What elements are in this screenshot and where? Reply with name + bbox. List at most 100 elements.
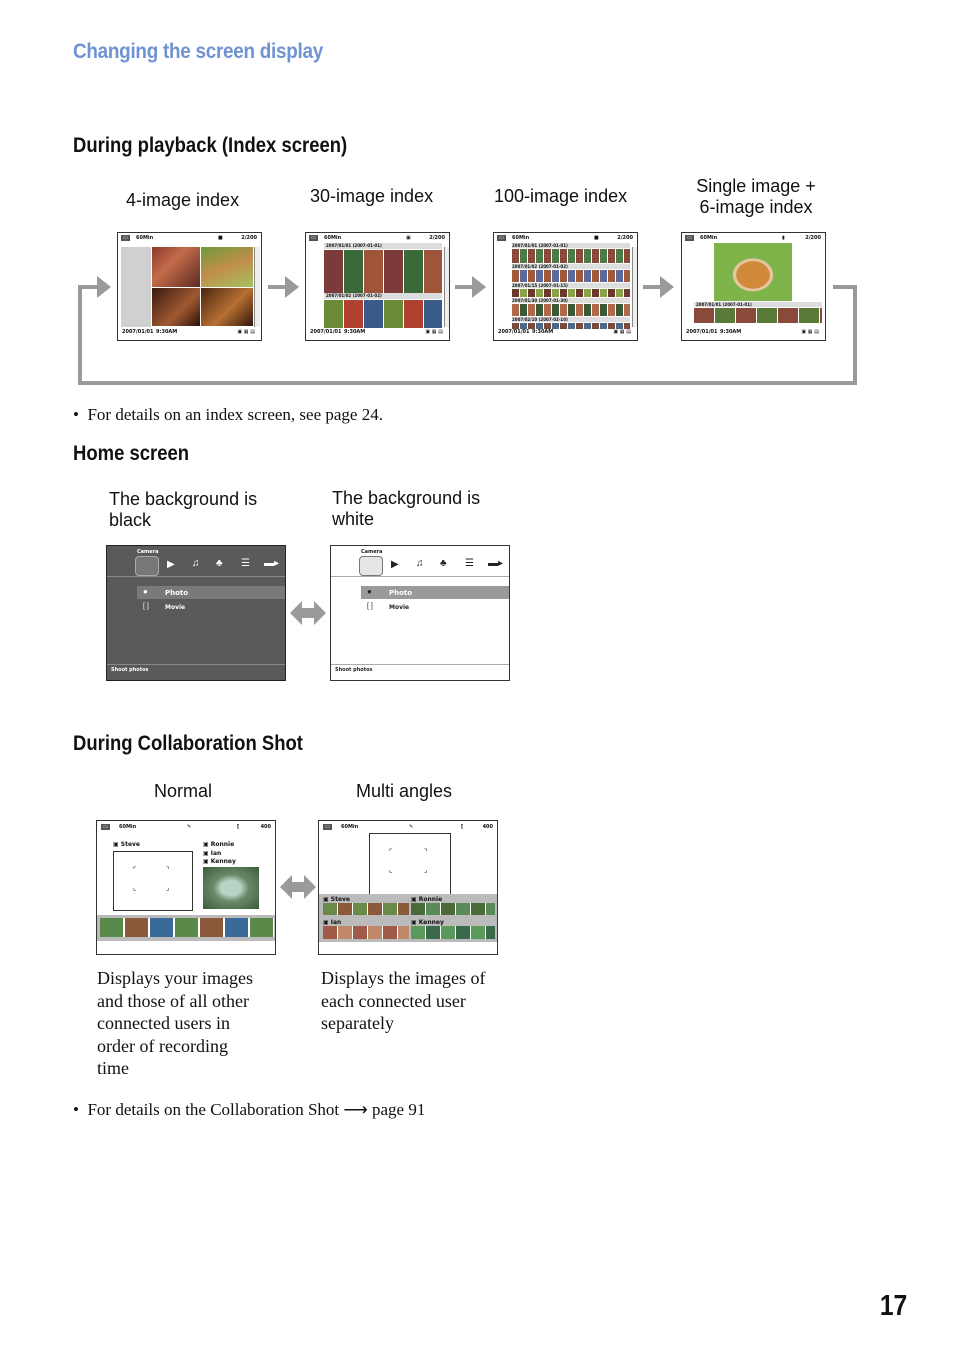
playback-note-text: For details on an index screen, see page… — [87, 405, 383, 424]
time-bottom: 9:30AM — [720, 329, 742, 335]
double-arrow-icon — [280, 875, 316, 899]
date-bottom: 2007/01/01 — [122, 329, 154, 335]
page-number: 17 — [879, 1290, 907, 1322]
caption-normal: Normal — [154, 781, 213, 801]
status-bar: ▭ 60Min ■ 2/200 — [497, 235, 633, 241]
playback-section-title: During playback (Index screen) — [73, 134, 348, 157]
normal-description: Displays your images and those of all ot… — [97, 967, 253, 1080]
image-counter: 2/200 — [241, 235, 257, 241]
status-bar: ▭ 60Min ✎ [ 400 — [323, 824, 493, 830]
normal-desc-line1: Displays your images — [97, 968, 253, 988]
user-ronnie: ▣ Ronnie — [411, 896, 443, 903]
caption-black-line1: The background is — [109, 489, 258, 509]
caption-100-image-index: 100-image index — [494, 186, 628, 206]
right-arrow-icon: ⟶ — [343, 1100, 368, 1119]
user-steve: ▣ Steve — [113, 841, 141, 848]
time-bottom: 9:30AM — [344, 329, 366, 335]
settings-icon: ☰ — [241, 558, 250, 569]
image-counter: 2/200 — [617, 235, 633, 241]
camera-icon — [359, 556, 383, 576]
user-kenney: ▣ Kenney — [411, 919, 444, 926]
bottom-bar: 2007/01/01 9:30AM ▣ ▦ ▤ — [122, 329, 255, 335]
normal-desc-line2: and those of all other — [97, 990, 249, 1011]
settings-icon: ☰ — [465, 558, 474, 569]
user-kenney: ▣ Kenney — [203, 858, 236, 865]
camera-icon — [135, 556, 159, 576]
caption-white-line1: The background is — [332, 488, 481, 508]
footer-text: Shoot photos — [335, 667, 373, 673]
user-list: ▣ Ronnie ▣ Ian ▣ Kenney — [203, 841, 236, 867]
status-bar: ▭ 60Min ✎ [ 400 — [101, 824, 271, 830]
group-header-4: 2007/01/30 (2007-01-30) — [512, 298, 630, 303]
menu-item-movie: Movie — [165, 604, 186, 611]
remaining-time: 60Min — [119, 824, 137, 830]
collab-screen-normal: ▭ 60Min ✎ [ 400 ▣ Steve ⌜ ⌝ ⌞ ⌟ ▣ Ronnie… — [96, 820, 276, 955]
caption-30-image-index: 30-image index — [310, 186, 434, 206]
status-bar: ▭ 60Min ▣ 2/200 — [309, 235, 445, 241]
bottom-bar: 2007/01/01 9:30AM ▣ ▦ ▤ — [310, 329, 443, 335]
collab-note: • For details on the Collaboration Shot … — [73, 1100, 426, 1119]
home-screen-black: Camera ▶ ♫ ♣ ☰ ▬▸ ● Photo [ ] Movie Shoo… — [106, 545, 286, 681]
more-icon: ▬▸ — [488, 558, 504, 569]
music-icon: ♫ — [192, 558, 200, 569]
screen-100-image-index: ▭ 60Min ■ 2/200 2007/01/01 (2007-01-01) … — [493, 232, 638, 341]
footer-text: Shoot photos — [111, 667, 149, 673]
network-icon: ♣ — [440, 558, 447, 569]
remaining-time: 60Min — [341, 824, 359, 830]
multi-desc-line1: Displays the images of — [321, 968, 486, 988]
normal-desc-line3: connected users in — [97, 1013, 230, 1033]
collab-note-text: For details on the Collaboration Shot — [87, 1100, 340, 1119]
user-ian: ▣ Ian — [323, 919, 342, 926]
single-image — [714, 243, 792, 301]
group-header-2: 2007/01/02 (2007-01-02) — [512, 264, 630, 269]
multi-desc-line3: separately — [321, 1013, 394, 1033]
menu-item-movie: Movie — [389, 604, 410, 611]
group-header-5: 2007/02/10 (2007-02-10) — [512, 317, 630, 322]
remaining-time: 60Min — [324, 235, 342, 241]
time-bottom: 9:30AM — [532, 329, 554, 335]
group-header-2: 2007/01/02 (2007-01-02) — [324, 293, 442, 299]
date-bottom: 2007/01/01 — [310, 329, 342, 335]
viewfinder: ⌜ ⌝ ⌞ ⌟ — [369, 833, 451, 895]
playback-icon: ▶ — [167, 559, 175, 570]
collab-section-title: During Collaboration Shot — [73, 732, 303, 755]
caption-black-background: The background is black — [109, 489, 257, 531]
home-section-title: Home screen — [73, 442, 190, 465]
date-bottom: 2007/01/01 — [686, 329, 718, 335]
caption-black-line2: black — [109, 510, 152, 530]
menu-item-photo: Photo — [165, 589, 189, 597]
collab-note-page: page 91 — [372, 1100, 426, 1119]
caption-single-line1: Single image + — [696, 176, 816, 196]
photo-icon: ● — [367, 587, 372, 596]
image-counter: 2/200 — [429, 235, 445, 241]
date-bottom: 2007/01/01 — [498, 329, 530, 335]
user-ronnie: ▣ Ronnie — [203, 841, 235, 848]
screen-30-image-index: ▭ 60Min ▣ 2/200 2007/01/01 (2007-01-01) … — [305, 232, 450, 341]
caption-4-image-index: 4-image index — [126, 190, 240, 210]
remaining-time: 60Min — [136, 235, 154, 241]
category-label: Camera — [137, 549, 159, 555]
shots-remaining: 400 — [260, 824, 271, 830]
movie-icon: [ ] — [367, 603, 373, 610]
multi-desc-line2: each connected user — [321, 990, 466, 1011]
user-ian: ▣ Ian — [203, 849, 222, 857]
home-screen-white: Camera ▶ ♫ ♣ ☰ ▬▸ ● Photo [ ] Movie Shoo… — [330, 545, 510, 681]
normal-desc-line5: time — [97, 1058, 129, 1078]
thumbnail-strip — [100, 918, 274, 937]
bottom-bar: 2007/01/01 9:30AM ▣ ▦ ▤ — [498, 329, 631, 335]
status-bar: ▭ 60Min ■ 2/200 — [121, 235, 257, 241]
caption-multi-angles: Multi angles — [356, 781, 453, 801]
photo-icon: ● — [143, 587, 148, 596]
multi-description: Displays the images of each connected us… — [321, 967, 485, 1035]
shots-remaining: 400 — [482, 824, 493, 830]
caption-single-image: Single image + 6-image index — [690, 176, 822, 218]
category-label: Camera — [361, 549, 383, 555]
music-icon: ♫ — [416, 558, 424, 569]
screen-4-image-index: ▭ 60Min ■ 2/200 2007/01/01 9:30AM ▣ ▦ ▤ — [117, 232, 262, 341]
normal-desc-line4: order of recording — [97, 1035, 228, 1056]
group-header-1: 2007/01/01 (2007-01-01) — [512, 243, 630, 248]
playback-icon: ▶ — [391, 559, 399, 570]
movie-icon: [ ] — [143, 603, 149, 610]
menu-item-photo: Photo — [389, 589, 413, 597]
collab-screen-multi: ▭ 60Min ✎ [ 400 ⌜ ⌝ ⌞ ⌟ ▣ Steve ▣ Ronnie… — [318, 820, 498, 955]
